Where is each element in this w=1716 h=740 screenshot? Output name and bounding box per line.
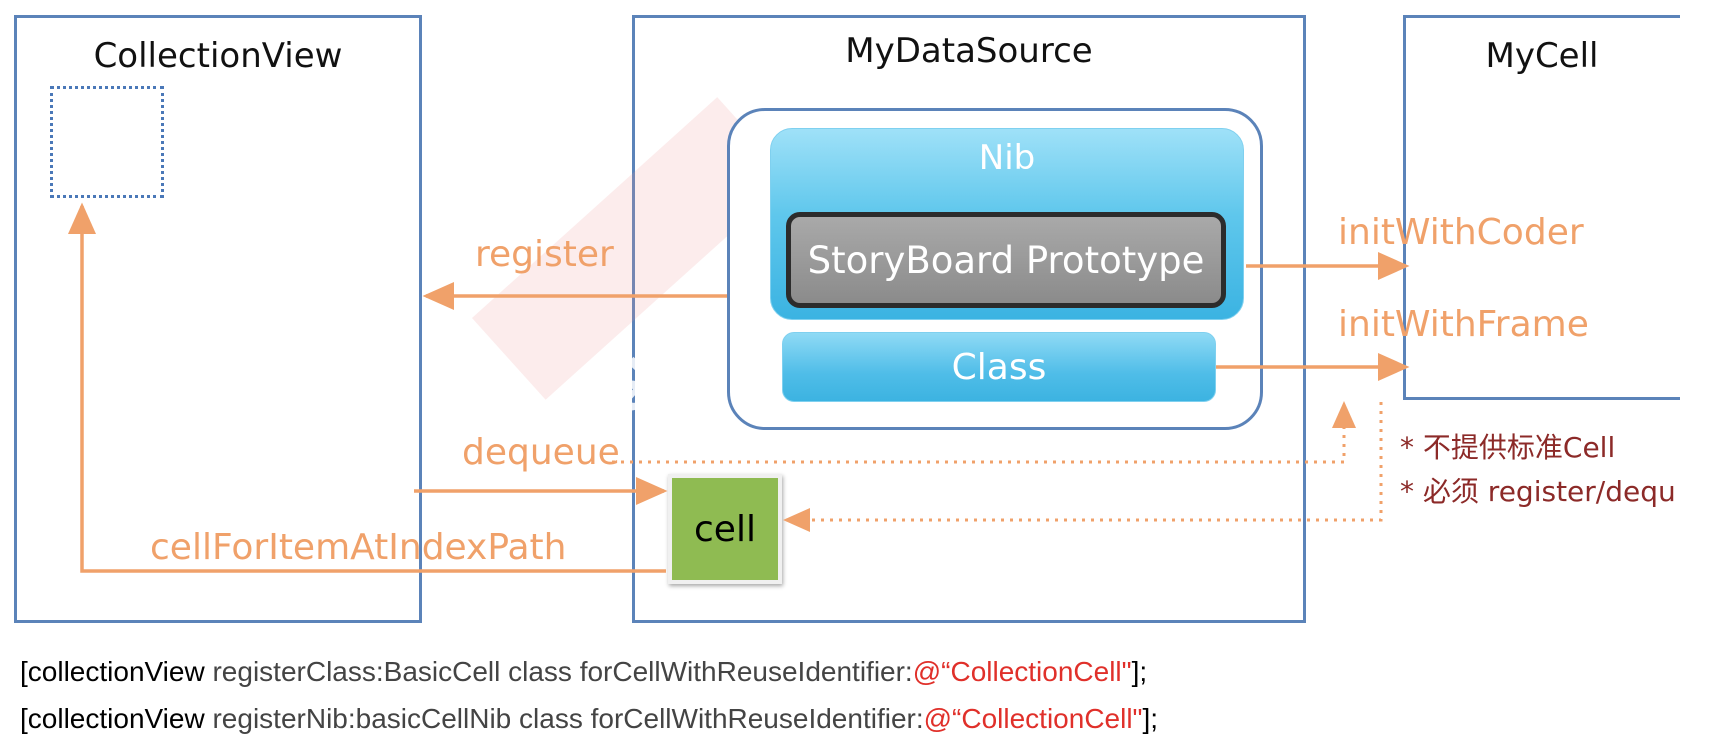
code-end: ]; [1142,703,1159,734]
dequeue-label: dequeue [462,432,620,473]
my-cell-box: MyCell [1403,15,1716,400]
code-string: @“CollectionCell" [912,656,1132,687]
data-source-title: MyDataSource [845,31,1093,71]
storyboard-prototype-box: StoryBoard Prototype [786,212,1226,308]
cell-placeholder [50,86,164,198]
return-dotted-path [783,402,1383,532]
code-method: registerClass:BasicCell class forCellWit… [204,656,913,687]
code-string: @“CollectionCell" [923,703,1143,734]
dequeue-dotted-path [612,401,1356,464]
register-label: register [475,234,614,275]
code-line-1: [collectionView registerClass:BasicCell … [20,656,1147,688]
code-receiver: [collectionView [20,656,205,687]
cell-box: cell [668,474,782,584]
init-with-coder-label: initWithCoder [1338,212,1584,253]
note-1: * 不提供标准Cell [1400,431,1616,464]
right-edge-mask [1680,0,1716,540]
init-with-frame-label: initWithFrame [1338,304,1589,345]
cell-for-item-arrow [68,202,666,573]
note-2: * 必须 register/dequ [1400,475,1676,508]
code-receiver: [collectionView [20,703,205,734]
code-method: registerNib:basicCellNib class forCellWi… [204,703,924,734]
nib-title: Nib [978,138,1036,178]
cell-for-item-label: cellForItemAtIndexPath [150,527,567,568]
class-box: Class [782,332,1216,402]
my-cell-title: MyCell [1485,36,1599,76]
code-line-2: [collectionView registerNib:basicCellNib… [20,703,1158,735]
collection-view-title: CollectionView [93,36,343,76]
code-end: ]; [1131,656,1148,687]
